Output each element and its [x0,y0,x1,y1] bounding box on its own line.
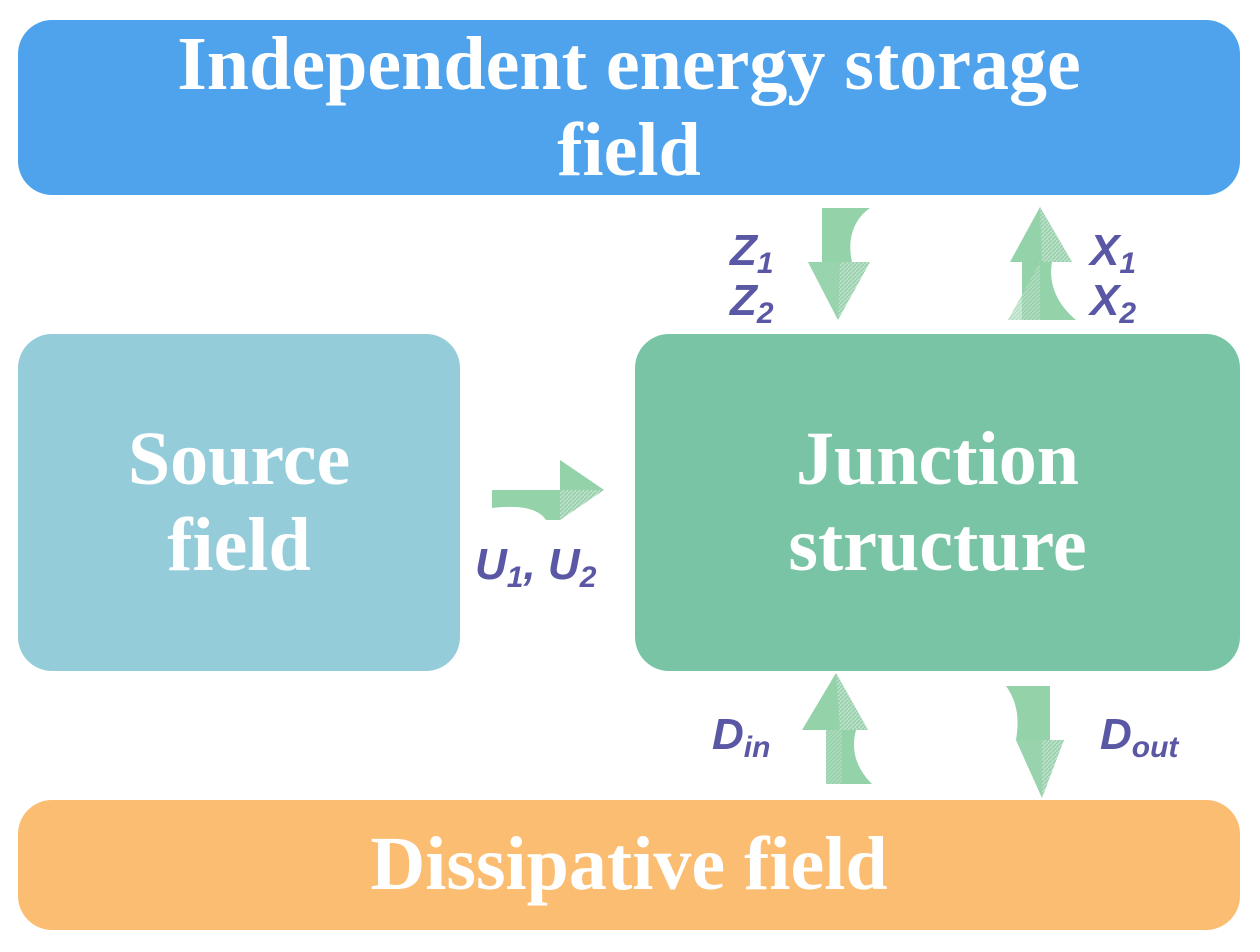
storage-title-line2: field [557,107,701,192]
d-out-down-arrow [1006,686,1064,798]
storage-title-line1: Independent energy storage [177,22,1081,107]
z1-label: Z1 [730,226,774,280]
dissipative-field-box: Dissipative field [18,800,1240,930]
x-up-arrow [1008,207,1076,320]
x2-label: X2 [1090,276,1137,330]
junction-title-line2: structure [788,502,1087,587]
d-in-up-arrow [802,673,872,784]
u-label: U1, U2 [475,540,597,594]
source-field-box: Source field [18,334,460,671]
dissipative-title: Dissipative field [370,822,888,907]
source-title-line2: field [167,502,311,587]
z2-label: Z2 [730,276,774,330]
junction-title-line1: Junction [796,417,1079,502]
z-down-arrow [808,208,870,320]
junction-structure-box: Junction structure [635,334,1240,671]
source-title-line1: Source [127,417,351,502]
x1-label: X1 [1090,226,1137,280]
independent-energy-storage-field-box: Independent energy storage field [18,20,1240,195]
u-right-arrow [492,460,604,520]
d-in-label: Din [712,710,771,764]
d-out-label: Dout [1100,710,1179,764]
